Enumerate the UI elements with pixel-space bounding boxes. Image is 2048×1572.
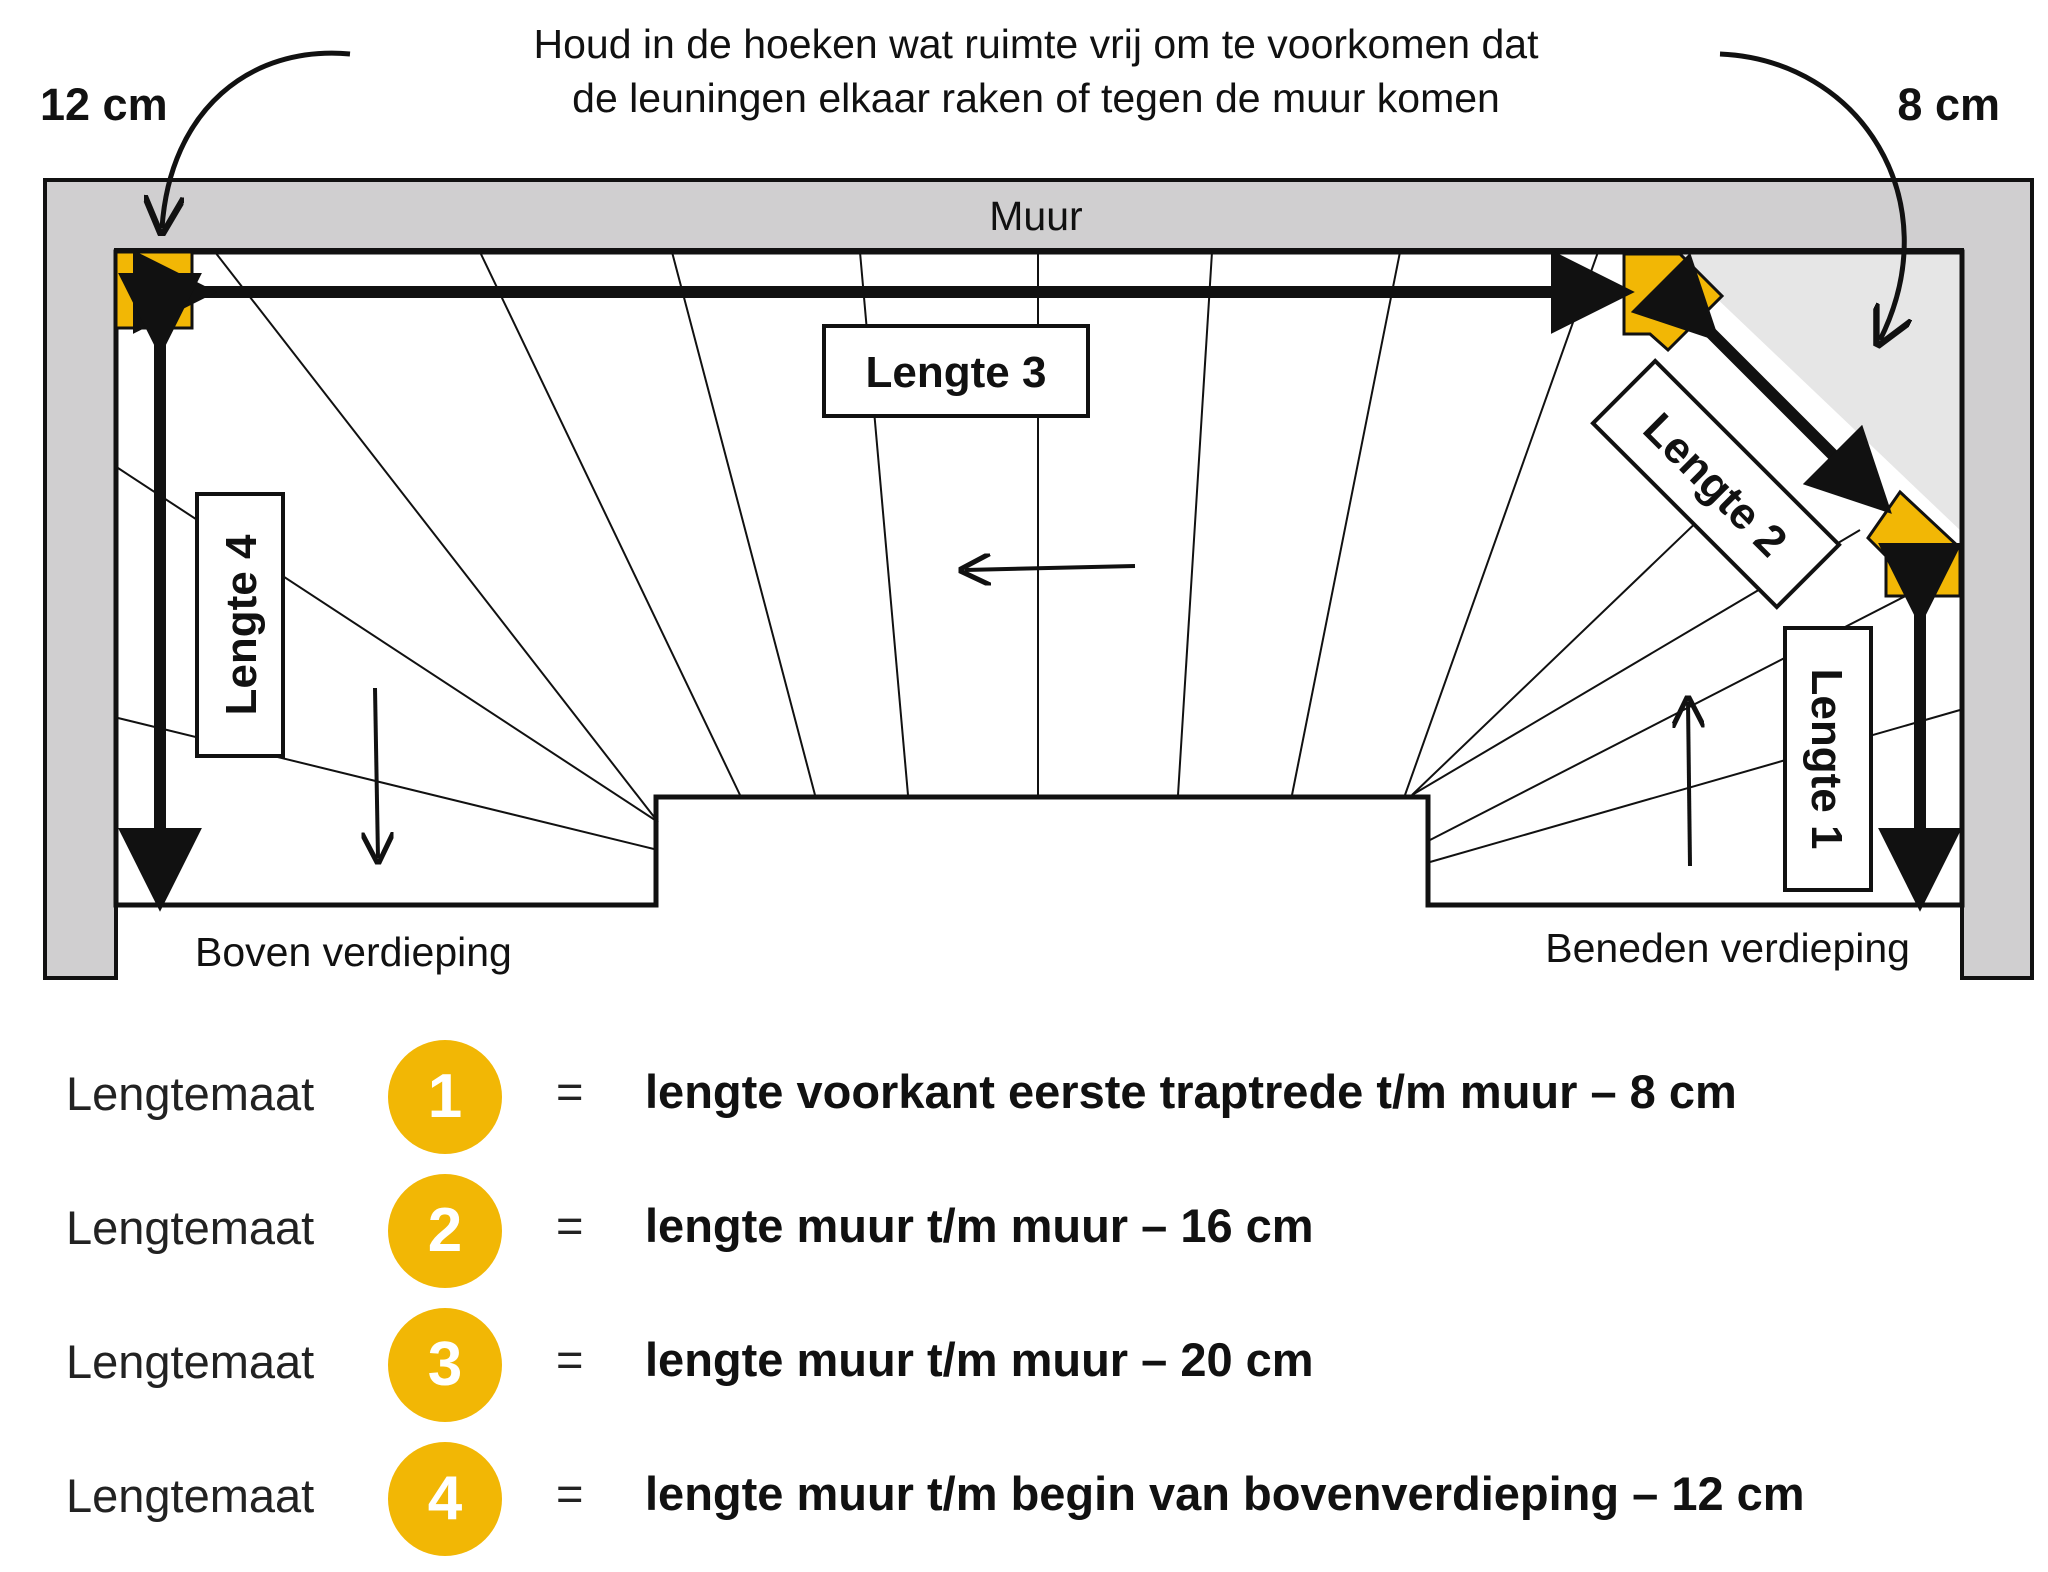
- legend-term: Lengtemaat: [66, 1201, 315, 1254]
- legend-number-badge: 3: [388, 1308, 502, 1422]
- staircase-diagram: Muur Lengte 3 Lengte 4: [40, 21, 2034, 980]
- corner-label-left: 12 cm: [40, 79, 168, 130]
- wall-label: Muur: [989, 193, 1082, 239]
- svg-text:Lengte 3: Lengte 3: [866, 348, 1047, 397]
- post-top-left: [114, 250, 194, 330]
- direction-arrow-right: [1688, 702, 1690, 867]
- legend-number-badge: 4: [388, 1442, 502, 1556]
- legend-term: Lengtemaat: [66, 1335, 315, 1388]
- direction-arrow-left: [375, 687, 378, 858]
- legend-row: Lengtemaat 1 = lengte voorkant eerste tr…: [0, 1038, 2048, 1158]
- legend-row: Lengtemaat 4 = lengte muur t/m begin van…: [0, 1440, 2048, 1560]
- label-lengte3: Lengte 3: [822, 324, 1090, 418]
- legend-description: lengte voorkant eerste traptrede t/m muu…: [645, 1065, 1737, 1118]
- legend-equals: =: [556, 1199, 584, 1252]
- legend-equals: =: [556, 1065, 584, 1118]
- legend-equals: =: [556, 1333, 584, 1386]
- label-lengte4: Lengte 4: [195, 492, 285, 758]
- legend-equals: =: [556, 1467, 584, 1520]
- note-line-2: de leuningen elkaar raken of tegen de mu…: [572, 75, 1500, 121]
- curved-arrow-left: [162, 50, 351, 228]
- legend-row: Lengtemaat 3 = lengte muur t/m muur – 20…: [0, 1306, 2048, 1426]
- svg-text:Lengte 1: Lengte 1: [1802, 669, 1851, 850]
- legend-number-badge: 1: [388, 1040, 502, 1154]
- svg-text:Lengte 4: Lengte 4: [217, 534, 266, 715]
- legend-number-badge: 2: [388, 1174, 502, 1288]
- floor-label-upper: Boven verdieping: [195, 929, 512, 975]
- arrow-lengte2: [1630, 252, 1892, 514]
- legend: Lengtemaat 1 = lengte voorkant eerste tr…: [0, 1010, 2048, 1560]
- corner-label-right: 8 cm: [1897, 79, 2000, 130]
- legend-description: lengte muur t/m muur – 16 cm: [645, 1199, 1314, 1252]
- label-lengte2: Lengte 2: [1590, 358, 1842, 610]
- floor-label-lower: Beneden verdieping: [1545, 925, 1910, 971]
- label-lengte1: Lengte 1: [1783, 626, 1873, 892]
- curved-arrow-right: [1719, 51, 1904, 340]
- stair-outline: [113, 249, 1965, 908]
- legend-description: lengte muur t/m muur – 20 cm: [645, 1333, 1314, 1386]
- legend-term: Lengtemaat: [66, 1067, 315, 1120]
- legend-term: Lengtemaat: [66, 1469, 315, 1522]
- legend-description: lengte muur t/m begin van bovenverdiepin…: [645, 1467, 1805, 1520]
- legend-row: Lengtemaat 2 = lengte muur t/m muur – 16…: [0, 1172, 2048, 1292]
- direction-arrow-top: [965, 566, 1136, 570]
- note-line-1: Houd in de hoeken wat ruimte vrij om te …: [533, 21, 1539, 67]
